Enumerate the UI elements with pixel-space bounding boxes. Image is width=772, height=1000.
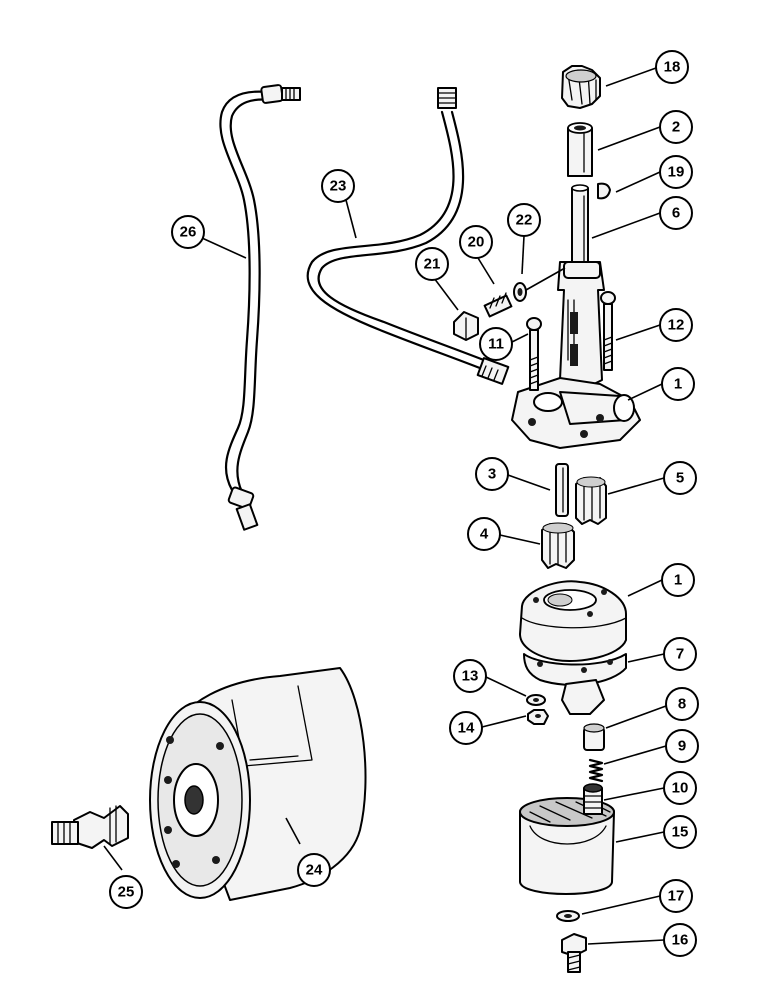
- svg-text:3: 3: [488, 466, 496, 483]
- part-12-bolt: [600, 291, 616, 371]
- svg-text:4: 4: [480, 526, 489, 543]
- callout-12: 12: [659, 308, 693, 342]
- svg-text:8: 8: [678, 696, 686, 713]
- svg-text:24: 24: [306, 862, 323, 879]
- callout-25: 25: [109, 875, 143, 909]
- part-6-pump-shaft: [571, 184, 589, 269]
- callout-26: 26: [171, 215, 205, 249]
- callout-10: 10: [663, 771, 697, 805]
- part-19-woodruff-key: [597, 182, 611, 200]
- callout-22: 22: [507, 203, 541, 237]
- part-22-washer: [513, 282, 527, 302]
- part-21-cap-nut: [453, 311, 479, 341]
- callout-13: 13: [453, 659, 487, 693]
- callout-3: 3: [475, 457, 509, 491]
- svg-text:7: 7: [676, 646, 684, 663]
- svg-text:12: 12: [668, 317, 685, 334]
- svg-text:23: 23: [330, 178, 347, 195]
- callout-16: 16: [663, 923, 697, 957]
- callout-11: 11: [479, 327, 513, 361]
- part-25-adapter-fitting: [51, 805, 129, 849]
- svg-text:18: 18: [664, 59, 681, 76]
- part-2-bush: [567, 122, 593, 177]
- svg-text:14: 14: [458, 720, 475, 737]
- callout-19: 19: [659, 155, 693, 189]
- leader-lines: [103, 67, 667, 945]
- part-16-bolt: [561, 933, 587, 973]
- callout-17: 17: [659, 879, 693, 913]
- svg-text:1: 1: [674, 376, 682, 393]
- part-17-washer: [556, 910, 580, 922]
- svg-text:2: 2: [672, 119, 680, 136]
- callout-23: 23: [321, 169, 355, 203]
- part-24-oil-filter: [149, 667, 367, 901]
- svg-text:26: 26: [180, 224, 197, 241]
- part-4-pump-gear: [541, 522, 575, 569]
- callout-6: 6: [659, 196, 693, 230]
- svg-text:5: 5: [676, 470, 684, 487]
- callout-8: 8: [665, 687, 699, 721]
- part-8-relief-valve-plunger: [583, 723, 605, 751]
- part-9-spring: [588, 758, 604, 783]
- part-20-set-screw: [483, 292, 513, 318]
- svg-text:21: 21: [424, 256, 441, 273]
- callout-2: 2: [659, 110, 693, 144]
- callout-4: 4: [467, 517, 501, 551]
- part-5-pump-gear: [575, 476, 607, 525]
- svg-text:15: 15: [672, 824, 689, 841]
- part-26-oil-pipe: [219, 84, 301, 531]
- callout-7: 7: [663, 637, 697, 671]
- callout-5: 5: [663, 461, 697, 495]
- callout-15: 15: [663, 815, 697, 849]
- part-14-nut: [527, 709, 549, 725]
- callout-20: 20: [459, 225, 493, 259]
- svg-text:9: 9: [678, 738, 686, 755]
- svg-text:25: 25: [118, 884, 135, 901]
- part-13-washer: [526, 694, 546, 706]
- svg-text:17: 17: [668, 888, 685, 905]
- part-1-pump-housing: [519, 580, 627, 662]
- callout-9: 9: [665, 729, 699, 763]
- part-3-pin: [555, 463, 569, 517]
- svg-text:6: 6: [672, 205, 680, 222]
- svg-text:1: 1: [674, 572, 682, 589]
- svg-text:16: 16: [672, 932, 689, 949]
- part-7-pump-cover: [523, 653, 627, 715]
- callout-1-upper: 1: [661, 367, 695, 401]
- callout-21: 21: [415, 247, 449, 281]
- callout-1-lower: 1: [661, 563, 695, 597]
- part-1-pump-body-upper: [511, 261, 641, 449]
- svg-text:22: 22: [516, 212, 533, 229]
- svg-text:20: 20: [468, 234, 485, 251]
- svg-text:13: 13: [462, 668, 479, 685]
- part-10-strainer-fitting: [583, 783, 603, 815]
- svg-text:19: 19: [668, 164, 685, 181]
- part-11-bolt: [526, 317, 542, 391]
- callout-24: 24: [297, 853, 331, 887]
- svg-text:11: 11: [488, 336, 504, 353]
- part-18-drive-gear: [561, 65, 601, 109]
- svg-text:10: 10: [672, 780, 689, 797]
- callout-18: 18: [655, 50, 689, 84]
- callout-14: 14: [449, 711, 483, 745]
- part-23-oil-pipe: [306, 87, 510, 385]
